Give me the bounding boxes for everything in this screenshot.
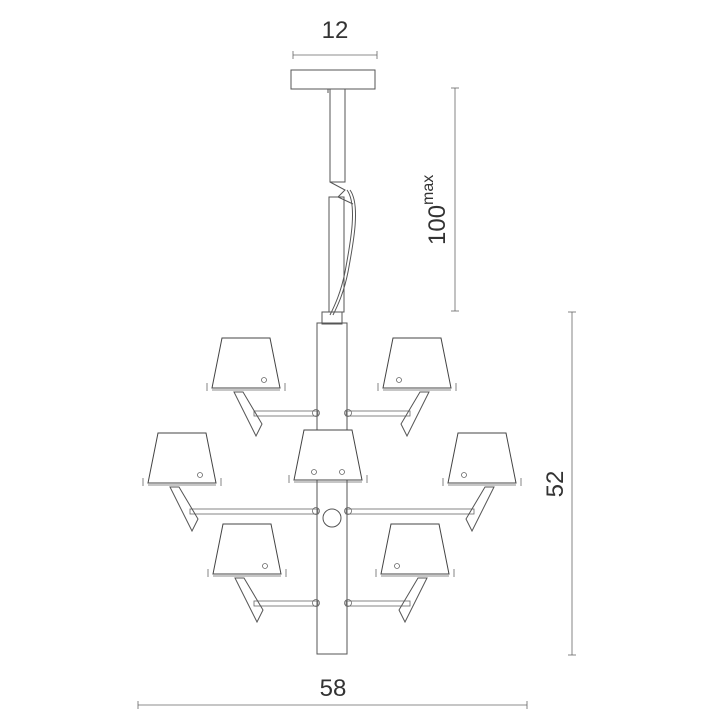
- lamp-upper-right: [377, 337, 457, 438]
- overall-width-label: 58: [320, 675, 347, 702]
- suspension-length-dimension: 100max: [420, 87, 459, 312]
- lamp-shade: [380, 523, 450, 575]
- lamp-lower-right: [375, 523, 455, 624]
- lamp-bracket: [465, 486, 495, 533]
- shade-screw: [261, 377, 267, 383]
- ceiling-canopy: [290, 69, 376, 90]
- arm-mid-left: [189, 508, 319, 515]
- arm-joint: [312, 507, 320, 515]
- arm-bottom-right: [345, 600, 411, 607]
- shade-screw: [339, 469, 345, 475]
- lamp-bracket: [400, 391, 430, 438]
- canopy-and-rod: [290, 69, 376, 316]
- column-knob: [322, 508, 342, 528]
- power-cable-edge: [332, 189, 356, 316]
- overall-width-dimension: 58: [137, 675, 528, 709]
- shade-screw: [262, 563, 268, 569]
- rod-zigzag: [329, 181, 354, 205]
- arm-top-left: [253, 410, 319, 417]
- shade-screw: [311, 469, 317, 475]
- suspension-label-group: 100max: [420, 175, 451, 245]
- shade-screw: [461, 472, 467, 478]
- lamp-bracket: [169, 486, 199, 533]
- column-cap: [321, 311, 343, 325]
- lamp-bracket: [398, 577, 428, 624]
- lamp-shade: [147, 432, 217, 484]
- suspension-length-suffix: max: [420, 175, 437, 205]
- shade-screw: [394, 563, 400, 569]
- lamp-shade: [382, 337, 452, 389]
- lamp-shade: [212, 523, 282, 575]
- shade-screw: [197, 472, 203, 478]
- arm-joint: [344, 409, 352, 417]
- overall-height-dimension: 52: [542, 311, 576, 656]
- lamps-group: [142, 337, 522, 624]
- lamp-bracket: [234, 577, 264, 624]
- shade-screw: [396, 377, 402, 383]
- lamp-upper-left: [206, 337, 286, 438]
- column-body: [316, 322, 348, 655]
- lamp-middle-left: [142, 432, 222, 533]
- arm-bottom-left: [253, 600, 319, 607]
- central-column: [316, 311, 348, 655]
- lamp-center: [288, 429, 368, 483]
- arm-joint: [344, 599, 352, 607]
- overall-height-label: 52: [542, 471, 569, 498]
- suspension-length-label: 100max: [420, 175, 451, 245]
- lamp-bracket: [233, 391, 263, 438]
- lamp-shade: [447, 432, 517, 484]
- lamp-shade: [293, 429, 363, 481]
- suspension-length-value: 100: [424, 205, 451, 245]
- lamp-shade: [211, 337, 281, 389]
- chandelier-arms: [189, 409, 475, 607]
- arm-joint: [312, 599, 320, 607]
- suspension-rod-upper: [329, 88, 346, 183]
- canopy-width-dimension: 12: [292, 17, 378, 59]
- power-cable: [329, 189, 353, 316]
- lamp-middle-right: [442, 432, 522, 533]
- height-label-group: 52: [542, 471, 569, 498]
- arm-top-right: [345, 410, 411, 417]
- arm-joint: [344, 507, 352, 515]
- arm-joint: [312, 409, 320, 417]
- canopy-width-label: 12: [322, 17, 349, 44]
- arm-mid-right: [345, 508, 475, 515]
- lamp-lower-left: [207, 523, 287, 624]
